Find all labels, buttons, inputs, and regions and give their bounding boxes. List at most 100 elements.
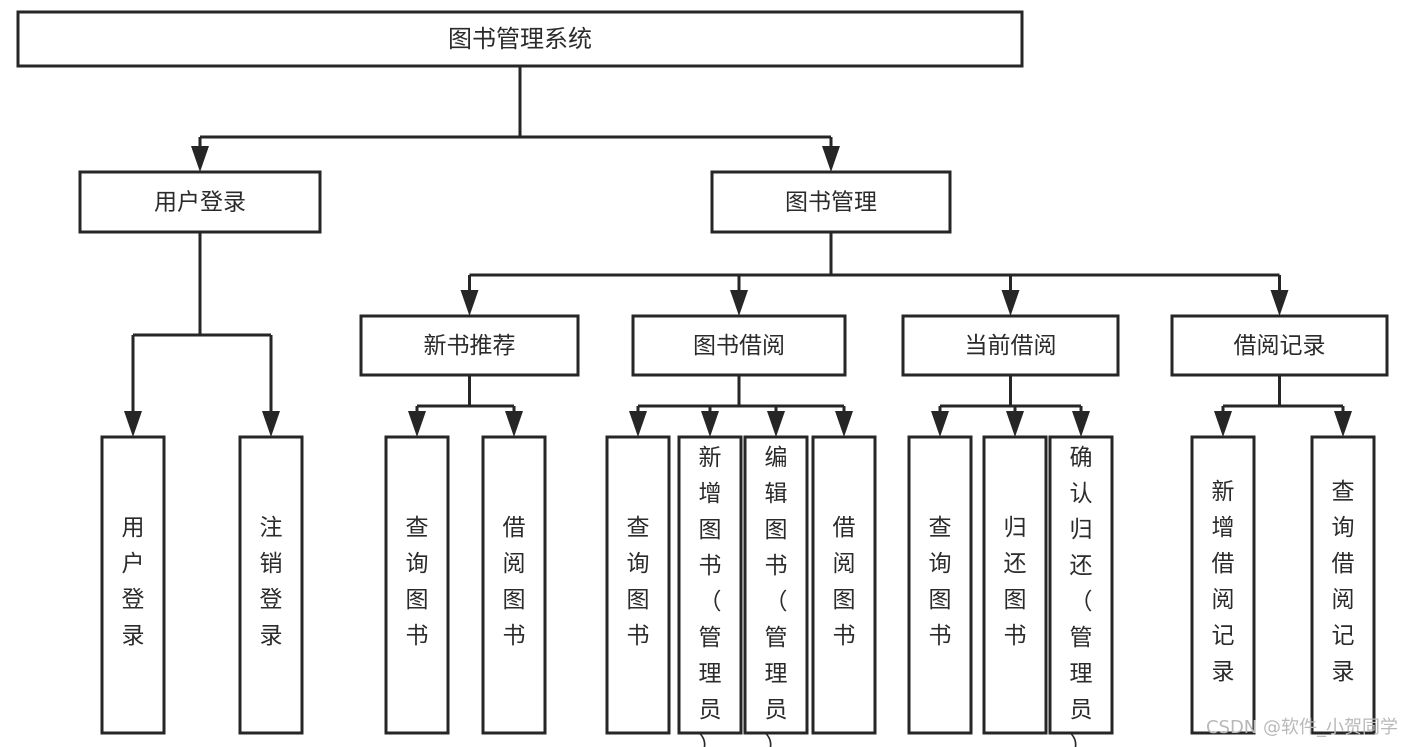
node-box-leaf-add-book-admin[interactable]: [677, 435, 743, 735]
node-label-char: 录: [260, 623, 283, 649]
node-box-leaf-borrow-book[interactable]: [811, 435, 877, 735]
node-label-char: 登: [260, 587, 283, 613]
node-label-borrow-records: 借阅记录: [1234, 333, 1326, 359]
node-label-char: （: [765, 589, 788, 615]
node-label-char: 查: [929, 515, 952, 541]
node-label-char: 员: [765, 697, 788, 723]
node-label-char: 图: [833, 587, 856, 613]
node-label-char: 询: [406, 551, 429, 577]
node-box-leaf-return-book[interactable]: [982, 435, 1048, 735]
node-box-new-book-recommend[interactable]: [359, 314, 580, 377]
node-label-char: 归: [1004, 515, 1027, 541]
book-management-arrow-2: [1001, 290, 1020, 316]
node-label-char: 理: [765, 661, 788, 687]
node-label-current-borrow: 当前借阅: [965, 333, 1057, 359]
node-box-leaf-confirm-return-admin[interactable]: [1048, 435, 1114, 735]
node-label-char: 注: [260, 515, 283, 541]
node-label-char: 用: [122, 515, 145, 541]
node-box-leaf-query-book-borrow[interactable]: [605, 435, 671, 735]
node-label-book-borrow: 图书借阅: [693, 333, 785, 359]
grp-user-login-arrow-1: [262, 411, 280, 437]
node-label-user-login: 用户登录: [154, 190, 246, 216]
grp-borrow-records-arrow-0: [1214, 411, 1232, 437]
book-management-arrow-1: [730, 290, 748, 316]
node-label-char: 录: [1212, 659, 1235, 685]
node-label-char: ）: [1070, 733, 1093, 747]
node-box-leaf-user-login[interactable]: [100, 435, 166, 735]
node-box-leaf-borrow-book-recommend[interactable]: [481, 435, 547, 735]
node-box-book-borrow[interactable]: [631, 314, 847, 377]
node-box-leaf-query-book-recommend[interactable]: [384, 435, 450, 735]
node-label-char: 增: [699, 481, 722, 507]
node-label-char: 管: [1070, 625, 1093, 651]
node-label-char: 阅: [503, 551, 526, 577]
node-label-char: 书: [627, 623, 650, 649]
node-box-leaf-logout[interactable]: [238, 435, 304, 735]
node-box-user-login[interactable]: [78, 170, 322, 234]
node-label-char: 编: [765, 445, 788, 471]
root-arrow-0: [191, 146, 209, 172]
node-label-char: 书: [406, 623, 429, 649]
book-management-arrow-3: [1270, 290, 1289, 316]
node-box-current-borrow[interactable]: [901, 314, 1120, 377]
node-label-char: 书: [765, 553, 788, 579]
grp-book-borrow-arrow-0: [629, 411, 647, 437]
node-box-leaf-query-book-current[interactable]: [907, 435, 973, 735]
grp-book-borrow-arrow-2: [767, 411, 785, 437]
node-label-char: 借: [833, 515, 856, 541]
node-label-char: 管: [765, 625, 788, 651]
node-label-char: 还: [1070, 553, 1093, 579]
node-label-char: 理: [1070, 661, 1093, 687]
node-label-new-book-recommend: 新书推荐: [424, 333, 516, 359]
node-label-char: 借: [503, 515, 526, 541]
node-label-char: 辑: [765, 481, 788, 507]
node-label-char: 户: [122, 551, 145, 577]
node-label-char: 借: [1332, 551, 1355, 577]
connector-layer: [124, 66, 1352, 437]
node-box-leaf-add-borrow-record[interactable]: [1190, 435, 1256, 735]
node-box-book-management[interactable]: [710, 170, 952, 234]
node-label-char: 借: [1212, 551, 1235, 577]
node-label-char: 员: [1070, 697, 1093, 723]
node-box-root[interactable]: [16, 10, 1024, 68]
node-label-char: 查: [1332, 479, 1355, 505]
grp-current-borrow-arrow-0: [931, 411, 949, 437]
node-label-root: 图书管理系统: [448, 25, 592, 53]
node-box-borrow-records[interactable]: [1170, 314, 1389, 377]
grp-new-book-recommend-arrow-0: [408, 411, 426, 437]
node-label-leaf-user-login: 用户登录: [122, 515, 145, 649]
node-box-leaf-query-borrow-record[interactable]: [1310, 435, 1376, 735]
node-label-book-management: 图书管理: [785, 190, 877, 216]
node-label-char: 询: [627, 551, 650, 577]
csdn-watermark: CSDN @软件_小贺同学: [1206, 717, 1398, 738]
node-label-char: 书: [503, 623, 526, 649]
node-label-char: ）: [765, 733, 788, 747]
node-label-char: 图: [1004, 587, 1027, 613]
node-box-leaf-edit-book-admin[interactable]: [743, 435, 809, 735]
node-label-char: 阅: [1212, 587, 1235, 613]
grp-book-borrow-arrow-3: [835, 411, 853, 437]
node-label-char: 销: [260, 551, 283, 577]
label-layer: 图书管理系统用户登录图书管理新书推荐图书借阅当前借阅借阅记录用户登录注销登录查询…: [122, 25, 1355, 747]
grp-current-borrow-arrow-2: [1072, 411, 1090, 437]
node-label-char: 图: [503, 587, 526, 613]
node-label-char: 书: [699, 553, 722, 579]
node-label-char: 录: [122, 623, 145, 649]
node-label-char: 阅: [833, 551, 856, 577]
node-label-char: 查: [406, 515, 429, 541]
node-label-char: 还: [1004, 551, 1027, 577]
book-management-arrow-0: [460, 290, 479, 316]
node-label-char: 录: [1332, 659, 1355, 685]
node-label-char: 询: [1332, 515, 1355, 541]
